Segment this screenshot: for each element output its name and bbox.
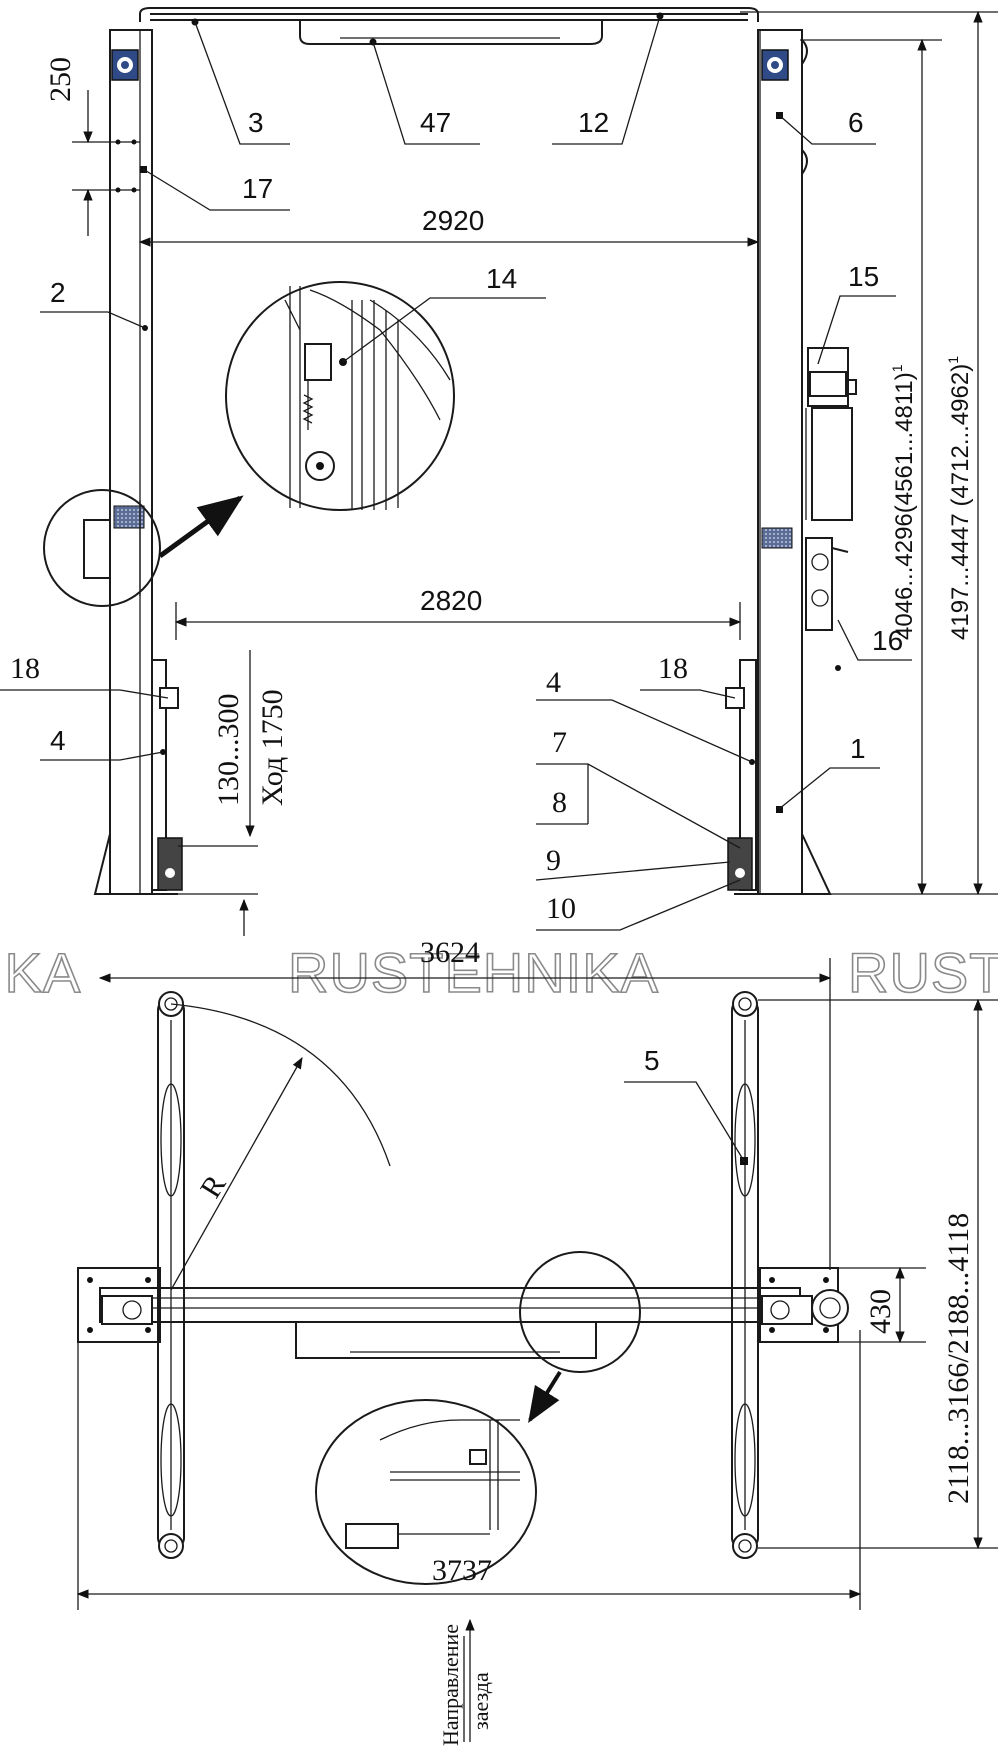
top-view: 3624: [76, 936, 998, 1746]
dimension-3624: 3624: [98, 936, 832, 1270]
callout-15: 15: [848, 261, 879, 292]
watermark-right: RUST: [848, 941, 998, 1004]
dimension-430-label: 430: [864, 1289, 897, 1334]
right-lift-arm: [731, 991, 759, 1559]
dimension-travel-label: Ход 1750: [256, 689, 289, 806]
detail-view-lock-location: [43, 489, 161, 607]
dimension-heights: 4046...4296(4561...4811)1 4197...4447 (4…: [740, 10, 998, 896]
right-column: [725, 29, 832, 895]
callout-4-left: 4: [50, 725, 66, 756]
left-lift-arm: [157, 991, 185, 1559]
dimension-250-label: 250: [44, 57, 77, 102]
overhead-beam: [139, 7, 759, 45]
dimension-2820-label: 2820: [420, 585, 482, 616]
detail-arrow: [158, 495, 244, 559]
detail-view-safety-lock: [225, 281, 455, 511]
callout-2: 2: [50, 277, 66, 308]
callout-7: 7: [552, 726, 567, 759]
callout-4-right: 4: [546, 666, 561, 699]
watermark-center: RUSTEHNIKA: [288, 941, 659, 1004]
detail-view-switch: [315, 1399, 537, 1585]
dimension-250: 250: [44, 57, 140, 236]
callout-10: 10: [546, 892, 576, 925]
direction-indicator: Направление заезда: [438, 1618, 493, 1746]
callout-3: 3: [248, 107, 264, 138]
callout-5: 5: [644, 1045, 660, 1076]
callout-6: 6: [848, 107, 864, 138]
callout-5-leader: [624, 1081, 745, 1162]
arm-radius: R: [170, 1003, 391, 1291]
dimension-3624-label: 3624: [420, 936, 480, 969]
callout-18-left: 18: [10, 652, 40, 685]
dimension-height-high-label: 4197...4447 (4712...4962)1: [945, 356, 974, 640]
left-column: [93, 29, 183, 895]
detail-arrow-top: [528, 1370, 562, 1424]
callout-9: 9: [546, 844, 561, 877]
dimension-arm-reach-label: 2118...3166/2188...4118: [942, 1213, 975, 1504]
dimension-height-low-label: 4046...4296(4561...4811)1: [889, 364, 918, 640]
callout-1: 1: [850, 733, 866, 764]
dimension-3737-label: 3737: [432, 1554, 492, 1587]
watermark-left: IKA: [0, 941, 81, 1004]
callout-47: 47: [420, 107, 451, 138]
callout-17: 17: [242, 173, 273, 204]
callout-12: 12: [578, 107, 609, 138]
front-callouts: 3 47 12 6 17 2 14 15 16 18 4 18: [0, 15, 912, 931]
detail-marker-circle: [519, 1251, 641, 1373]
dimension-2820: 2820: [174, 585, 742, 640]
direction-label-line2: заезда: [468, 1672, 493, 1730]
radius-label: R: [194, 1169, 233, 1203]
callout-16: 16: [872, 625, 903, 656]
dimension-2920: 2920: [138, 205, 760, 247]
top-crossbar: [99, 1287, 849, 1359]
watermark: IKA RUSTEHNIKA RUST: [0, 940, 998, 1005]
direction-label-line1: Направление: [438, 1624, 463, 1746]
callout-8: 8: [552, 786, 567, 819]
callout-18-right: 18: [658, 652, 688, 685]
dimension-430: 430: [760, 1266, 926, 1344]
callout-14: 14: [486, 263, 517, 294]
front-view: 2920 2820 250 130...300: [0, 7, 998, 936]
hydraulic-power-unit: [805, 347, 857, 631]
dimension-travel: 130...300 Ход 1750: [170, 650, 289, 936]
dimension-arm-reach: 2118...3166/2188...4118: [758, 998, 998, 1550]
dimension-pad-height-label: 130...300: [212, 694, 245, 807]
dimension-2920-label: 2920: [422, 205, 484, 236]
dimension-3737: 3737: [76, 1268, 862, 1610]
